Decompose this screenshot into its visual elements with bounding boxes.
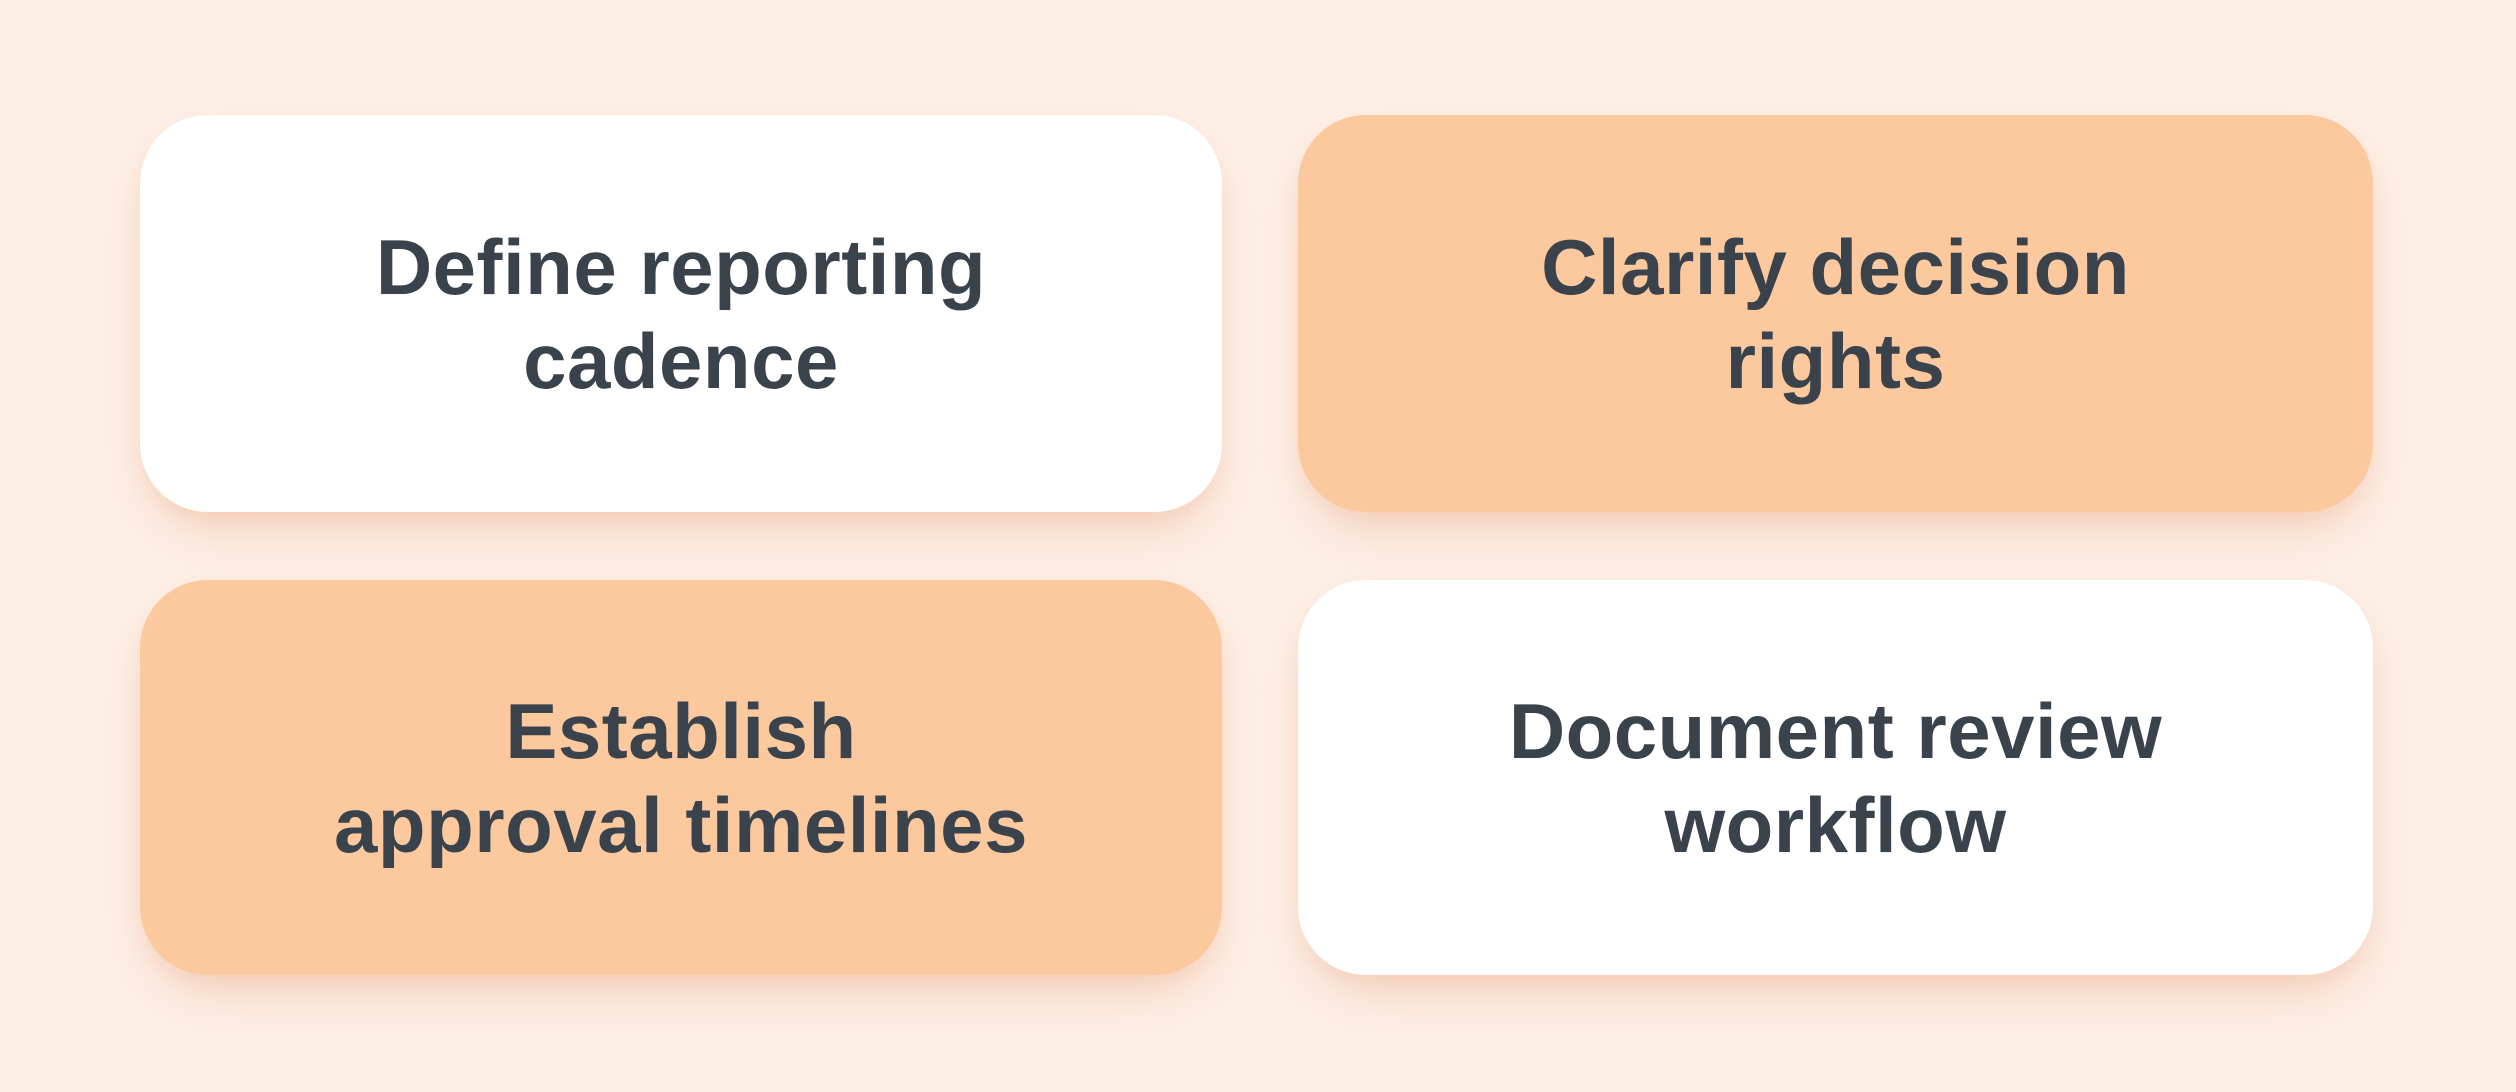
task-card-clarify-decision-rights[interactable]: Clarify decision rights [1298, 115, 2373, 512]
task-card-label: Clarify decision rights [1541, 222, 2130, 405]
task-card-label: Establish approval timelines [334, 686, 1028, 869]
task-card-define-reporting-cadence[interactable]: Define reporting cadence [140, 115, 1222, 512]
task-card-document-review-workflow[interactable]: Document review workflow [1298, 580, 2373, 975]
task-card-label: Document review workflow [1508, 686, 2163, 869]
task-card-label: Define reporting cadence [375, 222, 987, 405]
task-card-establish-approval-timelines[interactable]: Establish approval timelines [140, 580, 1222, 975]
